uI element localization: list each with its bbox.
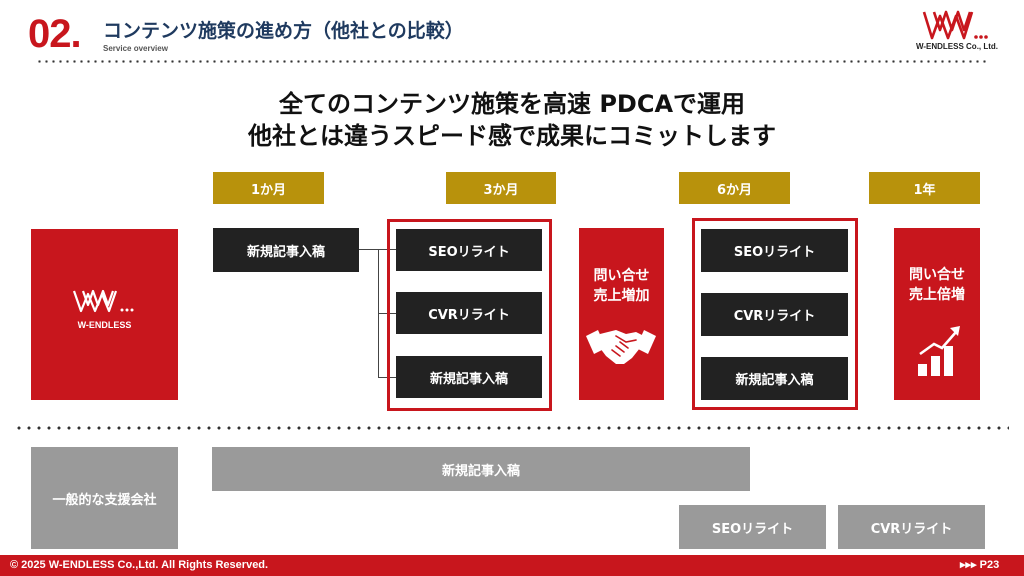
task-new-article-6-months: 新規記事入稿 [701,357,848,400]
handshake-icon [586,330,656,364]
timeline-tab-6-months: 6か月 [679,172,790,204]
footer-bar [0,555,1024,576]
competitor-label: 一般的な支援会社 [31,447,178,549]
timeline-tab-1-year: 1年 [869,172,980,204]
result-increase-line-2: 売上増加 [593,288,650,304]
headline-line-2: 他社とは違うスピード感で成果にコミットします [248,122,776,150]
company-logo [922,10,988,40]
section-divider [14,426,1009,430]
competitor-task-new-article: 新規記事入稿 [212,447,750,491]
task-new-article-3-months: 新規記事入稿 [396,356,542,398]
headline: 全てのコンテンツ施策を高速 PDCAで運用 他社とは違うスピード感で成果にコミッ… [0,88,1024,152]
task-seo-rewrite-6-months: SEOリライト [701,229,848,272]
task-cvr-rewrite-3-months: CVRリライト [396,292,542,334]
page-number: ▸▸▸ P23 [960,559,1000,571]
page-title: コンテンツ施策の進め方（他社との比較） [103,20,464,42]
section-number: 02. [28,12,82,56]
competitor-task-seo-rewrite: SEOリライト [679,505,826,549]
growth-chart-icon [918,326,960,376]
copyright-text: © 2025 W-ENDLESS Co.,Ltd. All Rights Res… [10,559,269,571]
timeline-tab-1-month: 1か月 [213,172,324,204]
header-divider [36,60,990,63]
task-cvr-rewrite-6-months: CVRリライト [701,293,848,336]
task-seo-rewrite-3-months: SEOリライト [396,229,542,271]
connector-line [359,249,379,250]
result-double-text: 問い合せ 売上倍増 [894,265,980,305]
company-name: W-ENDLESS Co., Ltd. [915,42,999,51]
task-new-article-1-month: 新規記事入稿 [213,228,359,272]
result-increase-line-1: 問い合せ [593,268,650,284]
brand-block [31,229,178,400]
brand-logo-icon [72,289,134,313]
headline-line-1: 全てのコンテンツ施策を高速 PDCAで運用 [278,90,746,118]
competitor-task-cvr-rewrite: CVRリライト [838,505,985,549]
result-double-line-1: 問い合せ [909,267,965,283]
month-3-task-frame [387,219,552,411]
result-double-line-2: 売上倍増 [909,287,965,303]
month-6-task-frame [692,218,858,410]
result-increase-text: 問い合せ 売上増加 [579,266,664,306]
timeline-tab-3-months: 3か月 [446,172,556,204]
result-increase-block [579,228,664,400]
page-subtitle: Service overview [103,44,168,53]
brand-name: W-ENDLESS [77,320,132,330]
